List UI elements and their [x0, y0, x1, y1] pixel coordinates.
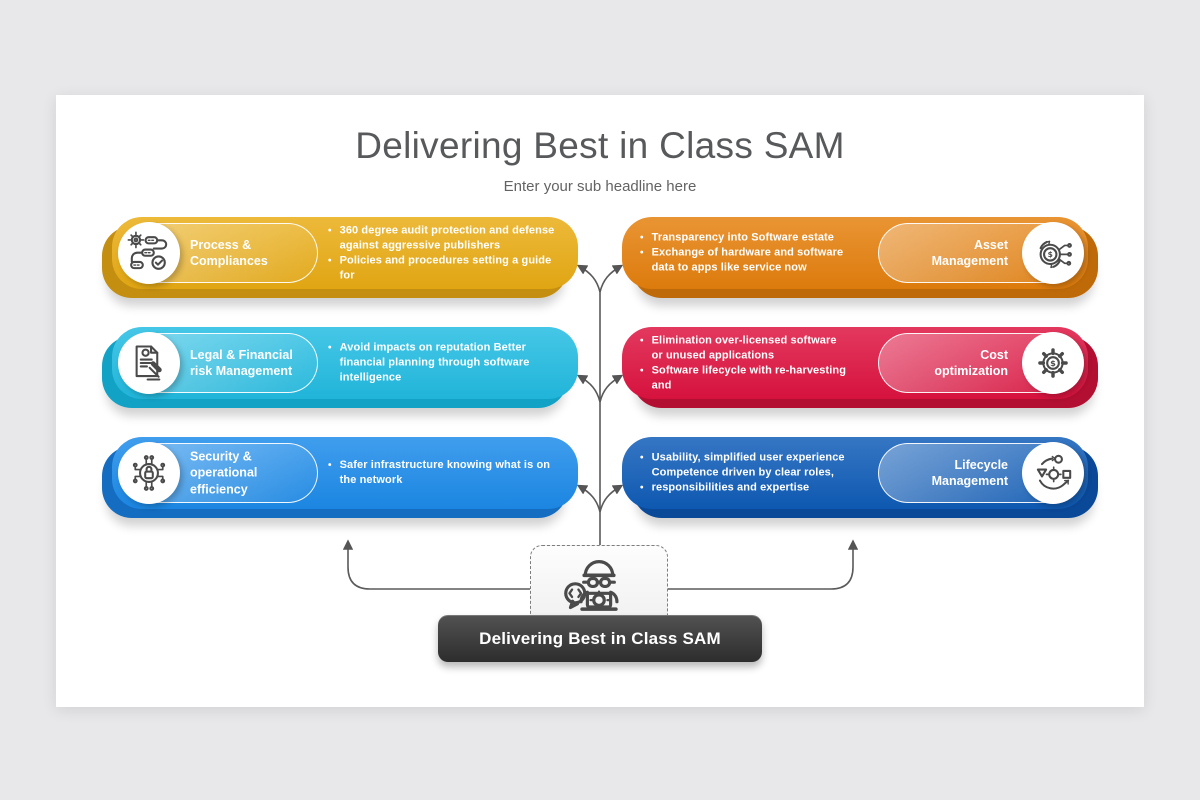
legal-gavel-icon: [135, 345, 162, 381]
bullet-item: Transparency into Software estate: [640, 231, 850, 246]
card-title: Security & operational efficiency: [190, 449, 258, 497]
cost-gear-dollar-icon: $: [1038, 348, 1068, 378]
card-security-operational: Security & operational efficiency Safer …: [102, 437, 578, 518]
bullet-item: Avoid impacts on reputation Better finan…: [328, 341, 564, 386]
bottom-left-connector: [342, 539, 530, 590]
card-icon-circle: [118, 442, 180, 504]
card-cost-optimization: $ Cost optimization Elimination over-lic…: [622, 327, 1098, 408]
card-legal-financial-risk: Legal & Financial risk Management Avoid …: [102, 327, 578, 408]
card-lifecycle-management: Lifecycle Management Usability, simplifi…: [622, 437, 1098, 518]
card-bullets: Elimination over-licensed software or un…: [640, 333, 850, 392]
bullet-item: responsibilities and expertise: [640, 480, 850, 495]
bullet-item: Elimination over-licensed software or un…: [640, 333, 850, 363]
card-icon-circle: [118, 222, 180, 284]
page-title: Delivering Best in Class SAM: [355, 125, 845, 166]
slide-canvas: Delivering Best in Class SAM Enter your …: [56, 95, 1144, 707]
card-bullets: Transparency into Software estate Exchan…: [640, 231, 850, 276]
security-lock-icon: [132, 455, 166, 491]
card-title: Lifecycle Management: [931, 457, 1008, 488]
bottom-right-connector: [668, 539, 859, 590]
card-process-compliances: Process & Compliances 360 degree audit p…: [102, 217, 578, 298]
card-bullets: Safer infrastructure knowing what is on …: [328, 458, 564, 488]
card-title: Asset Management: [931, 237, 1008, 268]
bullet-item: Software lifecycle with re-harvesting an…: [640, 363, 850, 393]
svg-text:$: $: [1048, 250, 1053, 259]
branch-row2-right: [599, 374, 624, 403]
card-title: Cost optimization: [934, 347, 1008, 378]
branch-row3-right: [599, 484, 624, 513]
card-asset-management: $ Asset Management Transparency into Sof…: [622, 217, 1098, 298]
card-icon-circle: $: [1022, 222, 1084, 284]
card-bullets: Usability, simplified user experience Co…: [640, 451, 850, 496]
card-bullets: 360 degree audit protection and defense …: [328, 223, 564, 282]
branch-row3-left: [576, 484, 601, 513]
page-subtitle: Enter your sub headline here: [503, 178, 697, 195]
bullet-item: Safer infrastructure knowing what is on …: [328, 458, 564, 488]
card-icon-circle: [118, 332, 180, 394]
card-body: [622, 437, 1088, 509]
process-flow-icon: [127, 231, 168, 270]
card-title: Legal & Financial risk Management: [190, 347, 293, 378]
card-title: Process & Compliances: [190, 237, 268, 268]
asset-dollar-icon: $: [1039, 240, 1072, 269]
center-banner-button: Delivering Best in Class SAM: [438, 615, 762, 662]
branch-row1-left: [576, 264, 601, 293]
card-bullets: Avoid impacts on reputation Better finan…: [328, 341, 564, 386]
bullet-item: Policies and procedures setting a guide …: [328, 253, 564, 283]
lifecycle-agile-icon: [1036, 454, 1072, 490]
bullet-item: 360 degree audit protection and defense …: [328, 223, 564, 253]
card-icon-circle: [1022, 442, 1084, 504]
bullet-item: Usability, simplified user experience Co…: [640, 451, 850, 481]
card-icon-circle: $: [1022, 332, 1084, 394]
branch-row2-left: [576, 374, 601, 403]
bullet-item: Exchange of hardware and software data t…: [640, 246, 850, 276]
svg-text:$: $: [1050, 358, 1056, 368]
developer-icon: [564, 560, 619, 611]
branch-row1-right: [599, 264, 624, 293]
